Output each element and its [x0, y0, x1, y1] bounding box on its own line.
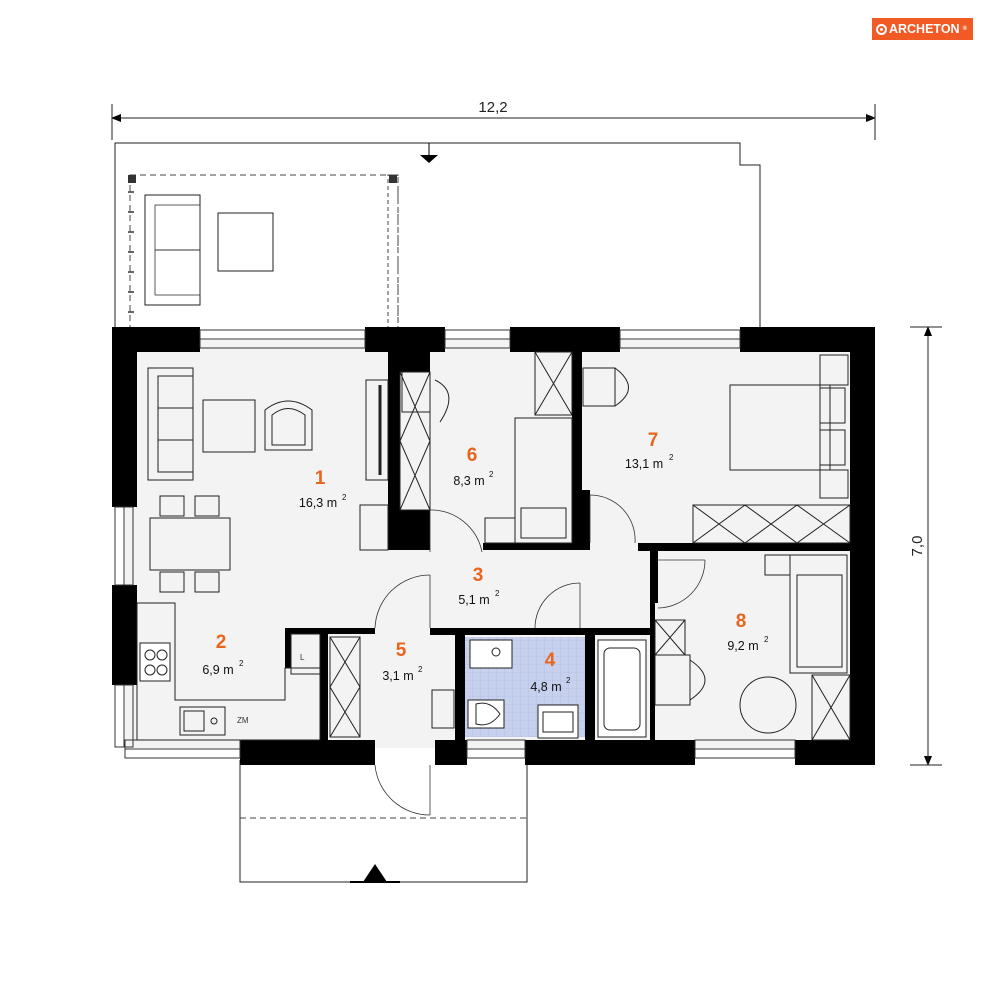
- svg-text:5,1 m: 5,1 m: [458, 593, 489, 607]
- svg-text:6: 6: [467, 445, 478, 466]
- living-furniture: [147, 367, 389, 593]
- svg-text:2: 2: [342, 493, 347, 502]
- brand-name: ARCHETON: [888, 22, 960, 36]
- room-3-label: 3 5,1 m 2: [458, 565, 500, 607]
- exterior-walls: [112, 327, 875, 765]
- logo-mark-icon: [875, 23, 887, 35]
- dimension-width: 12,2: [111, 99, 876, 140]
- svg-text:3,1 m: 3,1 m: [382, 669, 413, 683]
- svg-text:8,3 m: 8,3 m: [453, 474, 484, 488]
- svg-text:7: 7: [648, 430, 659, 451]
- svg-text:2: 2: [764, 635, 769, 644]
- room-5-label: 5 3,1 m 2: [382, 640, 423, 683]
- svg-text:9,2 m: 9,2 m: [727, 639, 758, 653]
- entry-arrow-up-icon: [363, 864, 387, 882]
- dimension-width-label: 12,2: [478, 99, 507, 116]
- svg-text:2: 2: [216, 632, 227, 653]
- room-7-label: 7 13,1 m 2: [625, 430, 674, 471]
- terrace: [128, 174, 399, 331]
- svg-text:2: 2: [566, 676, 571, 685]
- boiler-label: ZM: [237, 716, 249, 725]
- room-2-label: 2 6,9 m 2: [202, 632, 244, 677]
- archeton-logo: ARCHETON®: [871, 18, 973, 40]
- svg-text:3: 3: [473, 565, 484, 586]
- room8-furniture: [654, 554, 851, 741]
- doors: [374, 494, 706, 816]
- svg-text:2: 2: [418, 665, 423, 674]
- interior-walls: [285, 352, 850, 740]
- room-8-label: 8 9,2 m 2: [727, 611, 769, 653]
- svg-text:16,3 m: 16,3 m: [299, 496, 337, 510]
- svg-text:2: 2: [489, 470, 494, 479]
- dimension-depth: 7,0: [909, 326, 942, 766]
- svg-text:6,9 m: 6,9 m: [202, 663, 233, 677]
- kitchen-furniture: [136, 602, 321, 741]
- svg-text:1: 1: [315, 468, 326, 489]
- svg-text:4: 4: [545, 650, 556, 671]
- svg-text:8: 8: [736, 611, 747, 632]
- brand-registered: ®: [962, 26, 967, 32]
- roof-overhang: [114, 142, 761, 330]
- svg-text:13,1 m: 13,1 m: [625, 457, 663, 471]
- room6-furniture: [399, 351, 573, 544]
- entry-arrow-icon: [420, 155, 438, 163]
- svg-text:2: 2: [669, 453, 674, 462]
- fridge-label: L: [300, 653, 305, 662]
- dimension-depth-label: 7,0: [909, 536, 926, 557]
- closet-5: [329, 636, 455, 738]
- svg-text:4,8 m: 4,8 m: [530, 680, 561, 694]
- terrace-table: [217, 212, 274, 272]
- room-1-label: 1 16,3 m 2: [299, 468, 347, 510]
- room-6-label: 6 8,3 m 2: [453, 445, 494, 488]
- svg-text:5: 5: [396, 640, 407, 661]
- svg-text:2: 2: [495, 589, 500, 598]
- room-4-label: 4 4,8 m 2: [530, 650, 571, 694]
- svg-text:2: 2: [239, 659, 244, 668]
- porch: [239, 760, 528, 883]
- windows: [114, 329, 796, 759]
- room7-furniture: [582, 354, 851, 544]
- bathroom-fixtures: [467, 639, 647, 739]
